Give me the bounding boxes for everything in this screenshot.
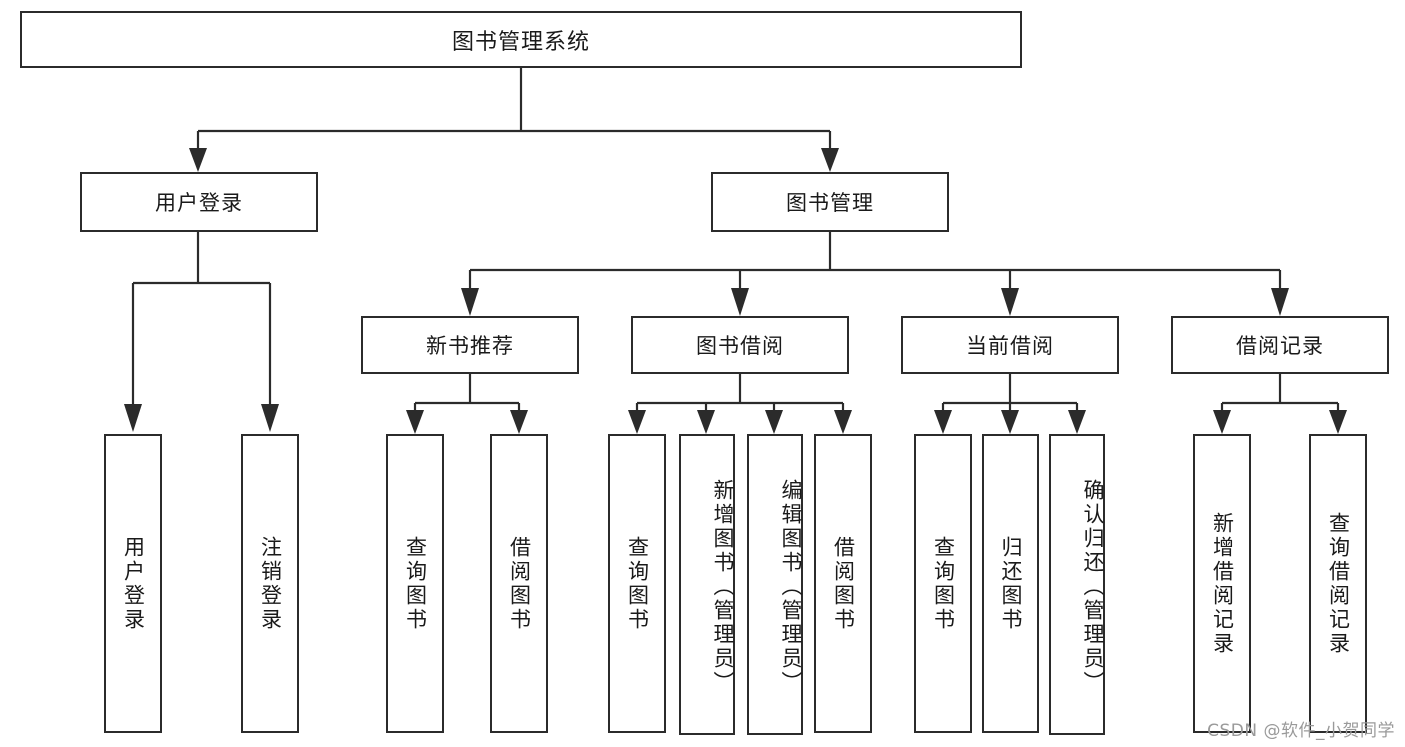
leaf-borrow-add-book-admin[interactable]: 新增图书（管理员） [679,434,735,735]
arrow-record-leaf-1 [1213,410,1231,434]
leaf-current-return-book-label: 归还图书 [999,535,1023,632]
node-book-borrow[interactable]: 图书借阅 [631,316,849,374]
leaf-user-login-label: 用户登录 [121,535,146,632]
node-user-login-label: 用户登录 [155,191,243,215]
node-current-borrow-label: 当前借阅 [966,334,1054,358]
arrow-borrow-leaf-3 [765,410,783,434]
leaf-recommend-query-book[interactable]: 查询图书 [386,434,444,733]
node-book-management-label: 图书管理 [786,191,874,215]
leaf-current-confirm-return-admin-label: 确认归还（管理员） [1081,478,1105,695]
node-new-book-recommend-label: 新书推荐 [426,334,514,358]
leaf-record-add-record-label: 新增借阅记录 [1210,511,1235,656]
leaf-current-query-book[interactable]: 查询图书 [914,434,972,733]
node-current-borrow[interactable]: 当前借阅 [901,316,1119,374]
leaf-borrow-query-book-label: 查询图书 [625,535,650,632]
node-root-label: 图书管理系统 [451,29,590,55]
node-book-management[interactable]: 图书管理 [711,172,949,232]
arrow-to-new-book-recommend [461,288,479,316]
leaf-record-query-record[interactable]: 查询借阅记录 [1309,434,1367,733]
leaf-user-login[interactable]: 用户登录 [104,434,162,733]
arrow-current-leaf-3 [1068,410,1086,434]
leaf-borrow-add-book-admin-label: 新增图书（管理员） [711,478,735,695]
leaf-logout-label: 注销登录 [258,535,283,632]
arrow-to-user-login-leaf [124,404,142,432]
watermark: CSDN @软件_小贺同学 [1207,721,1395,741]
leaf-recommend-query-book-label: 查询图书 [403,535,428,632]
arrow-to-book-management [821,148,839,172]
node-user-login[interactable]: 用户登录 [80,172,318,232]
node-borrow-record-label: 借阅记录 [1236,334,1324,358]
arrow-recommend-leaf-2 [510,410,528,434]
leaf-borrow-edit-book-admin[interactable]: 编辑图书（管理员） [747,434,803,735]
arrow-to-logout-leaf [261,404,279,432]
arrow-current-leaf-2 [1001,410,1019,434]
leaf-borrow-edit-book-admin-label: 编辑图书（管理员） [779,478,803,695]
node-new-book-recommend[interactable]: 新书推荐 [361,316,579,374]
arrow-current-leaf-1 [934,410,952,434]
node-book-borrow-label: 图书借阅 [696,334,784,358]
arrow-borrow-leaf-1 [628,410,646,434]
leaf-borrow-borrow-book-label: 借阅图书 [831,535,856,632]
leaf-current-confirm-return-admin[interactable]: 确认归还（管理员） [1049,434,1105,735]
leaf-borrow-query-book[interactable]: 查询图书 [608,434,666,733]
arrow-borrow-leaf-2 [697,410,715,434]
leaf-current-return-book[interactable]: 归还图书 [982,434,1039,733]
arrow-to-book-borrow [731,288,749,316]
leaf-record-add-record[interactable]: 新增借阅记录 [1193,434,1251,733]
leaf-recommend-borrow-book[interactable]: 借阅图书 [490,434,548,733]
arrow-to-user-login [189,148,207,172]
arrow-record-leaf-2 [1329,410,1347,434]
leaf-record-query-record-label: 查询借阅记录 [1326,511,1351,656]
leaf-borrow-borrow-book[interactable]: 借阅图书 [814,434,872,733]
arrow-borrow-leaf-4 [834,410,852,434]
node-borrow-record[interactable]: 借阅记录 [1171,316,1389,374]
leaf-recommend-borrow-book-label: 借阅图书 [507,535,532,632]
arrow-to-current-borrow [1001,288,1019,316]
leaf-logout[interactable]: 注销登录 [241,434,299,733]
leaf-current-query-book-label: 查询图书 [931,535,956,632]
node-root-system[interactable]: 图书管理系统 [20,11,1022,68]
arrow-recommend-leaf-1 [406,410,424,434]
arrow-to-borrow-record [1271,288,1289,316]
